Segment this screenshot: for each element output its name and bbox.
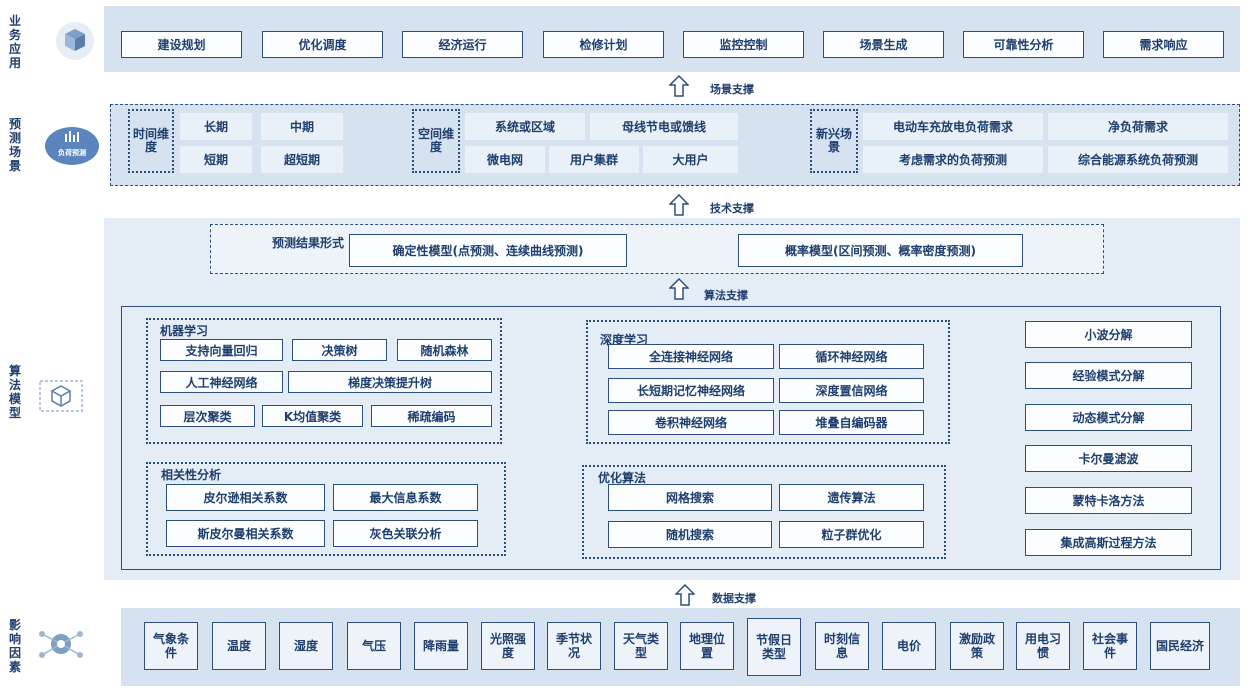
ml-item-7: 稀疏编码 [371,405,492,427]
space-item-0: 系统或区域 [465,113,585,140]
ml-item-4: 梯度决策提升树 [288,371,492,393]
method-2: 动态模式分解 [1025,404,1192,431]
chart-badge-icon: 负荷预测 [44,126,100,166]
opt-item-2: 随机搜索 [608,521,772,548]
factor-14: 社会事件 [1083,622,1137,670]
opt-panel [582,465,946,559]
factor-13: 用电习惯 [1016,622,1070,670]
business-app-5: 场景生成 [823,31,944,58]
cube-stack-icon [54,20,96,62]
opt-item-1: 遗传算法 [779,484,924,511]
factor-3: 气压 [347,622,401,670]
factor-7: 天气类型 [614,622,668,670]
side-label-scenario: 预测场景 [8,117,21,173]
ml-item-2: 随机森林 [397,339,492,361]
business-app-0: 建设规划 [121,31,242,58]
space-dimension-title: 空间维度 [412,109,460,173]
ml-title: 机器学习 [160,324,209,338]
ml-item-5: 层次聚类 [160,405,255,427]
opt-item-3: 粒子群优化 [779,521,924,548]
side-label-business: 业务应用 [8,14,21,70]
space-item-4: 大用户 [643,146,738,173]
dl-item-0: 全连接神经网络 [608,344,774,369]
arrow-label-algo: 算法支撑 [704,289,748,302]
ml-item-3: 人工神经网络 [160,371,283,393]
space-item-3: 用户集群 [549,146,639,173]
opt-title: 优化算法 [598,471,647,485]
method-5: 集成高斯过程方法 [1025,529,1192,556]
method-3: 卡尔曼滤波 [1025,445,1192,472]
dl-item-2: 长短期记忆神经网络 [608,378,774,403]
corr-item-3: 灰色关联分析 [333,520,478,547]
model-box-icon [38,378,84,414]
method-4: 蒙特卡洛方法 [1025,487,1192,514]
time-item-2: 短期 [180,146,252,173]
factor-2: 湿度 [279,622,333,670]
business-app-3: 检修计划 [543,31,664,58]
factor-9: 节假日类型 [747,618,801,676]
new-item-1: 净负荷需求 [1048,113,1228,140]
space-item-2: 微电网 [465,146,545,173]
side-label-algorithm: 算法模型 [8,364,21,420]
corr-item-2: 斯皮尔曼相关系数 [166,520,325,547]
corr-title: 相关性分析 [161,468,222,482]
up-arrow-icon [668,277,690,304]
business-app-7: 需求响应 [1103,31,1224,58]
factor-11: 电价 [882,622,936,670]
ml-item-6: K均值聚类 [262,405,363,427]
up-arrow-icon [668,74,690,101]
corr-item-1: 最大信息系数 [333,484,478,511]
corr-panel [146,462,506,556]
time-item-1: 中期 [261,113,343,140]
business-app-1: 优化调度 [262,31,383,58]
network-hub-icon [36,624,86,664]
factor-12: 激励政策 [950,622,1004,670]
corr-item-0: 皮尔逊相关系数 [166,484,325,511]
dl-panel [586,320,950,444]
space-item-1: 母线节电或馈线 [590,113,738,140]
time-dimension-title: 时间维度 [128,109,174,173]
factor-4: 降雨量 [414,622,468,670]
new-item-2: 考虑需求的负荷预测 [863,146,1043,173]
result-form-title: 预测结果形式 [271,236,344,250]
probabilistic-model: 概率模型(区间预测、概率密度预测) [738,234,1023,267]
method-1: 经验模式分解 [1025,362,1192,389]
deterministic-model: 确定性模型(点预测、连续曲线预测) [349,234,627,267]
new-item-0: 电动车充放电负荷需求 [863,113,1043,140]
dl-item-4: 卷积神经网络 [608,410,774,435]
dl-item-3: 深度置信网络 [779,378,924,403]
dl-title: 深度学习 [600,333,649,347]
up-arrow-icon [674,583,696,610]
opt-item-0: 网格搜索 [608,484,772,511]
arrow-label-data: 数据支撑 [712,592,756,605]
arrow-label-scene: 场景支撑 [710,83,754,96]
factor-15: 国民经济 [1150,622,1210,670]
factor-1: 温度 [212,622,266,670]
factor-10: 时刻信息 [815,622,869,670]
new-item-3: 综合能源系统负荷预测 [1048,146,1228,173]
factor-8: 地理位置 [680,622,734,670]
factor-0: 气象条件 [144,622,198,670]
up-arrow-icon [668,193,690,220]
algorithm-container [121,306,1221,570]
ml-item-1: 决策树 [292,339,387,361]
business-app-6: 可靠性分析 [963,31,1084,58]
dl-item-1: 循环神经网络 [779,344,924,369]
arrow-label-tech: 技术支撑 [710,202,754,215]
business-app-4: 监控控制 [683,31,804,58]
dl-item-5: 堆叠自编码器 [779,410,924,435]
time-item-0: 长期 [180,113,252,140]
new-scenario-title: 新兴场景 [810,109,858,173]
business-app-2: 经济运行 [402,31,523,58]
ml-item-0: 支持向量回归 [160,339,283,361]
scenario-icon-caption: 负荷预测 [58,149,86,157]
side-label-factors: 影响因素 [8,618,21,674]
method-0: 小波分解 [1025,321,1192,348]
factor-5: 光照强度 [481,622,535,670]
time-item-3: 超短期 [261,146,343,173]
ml-panel [146,318,502,444]
factor-6: 季节状况 [547,622,601,670]
